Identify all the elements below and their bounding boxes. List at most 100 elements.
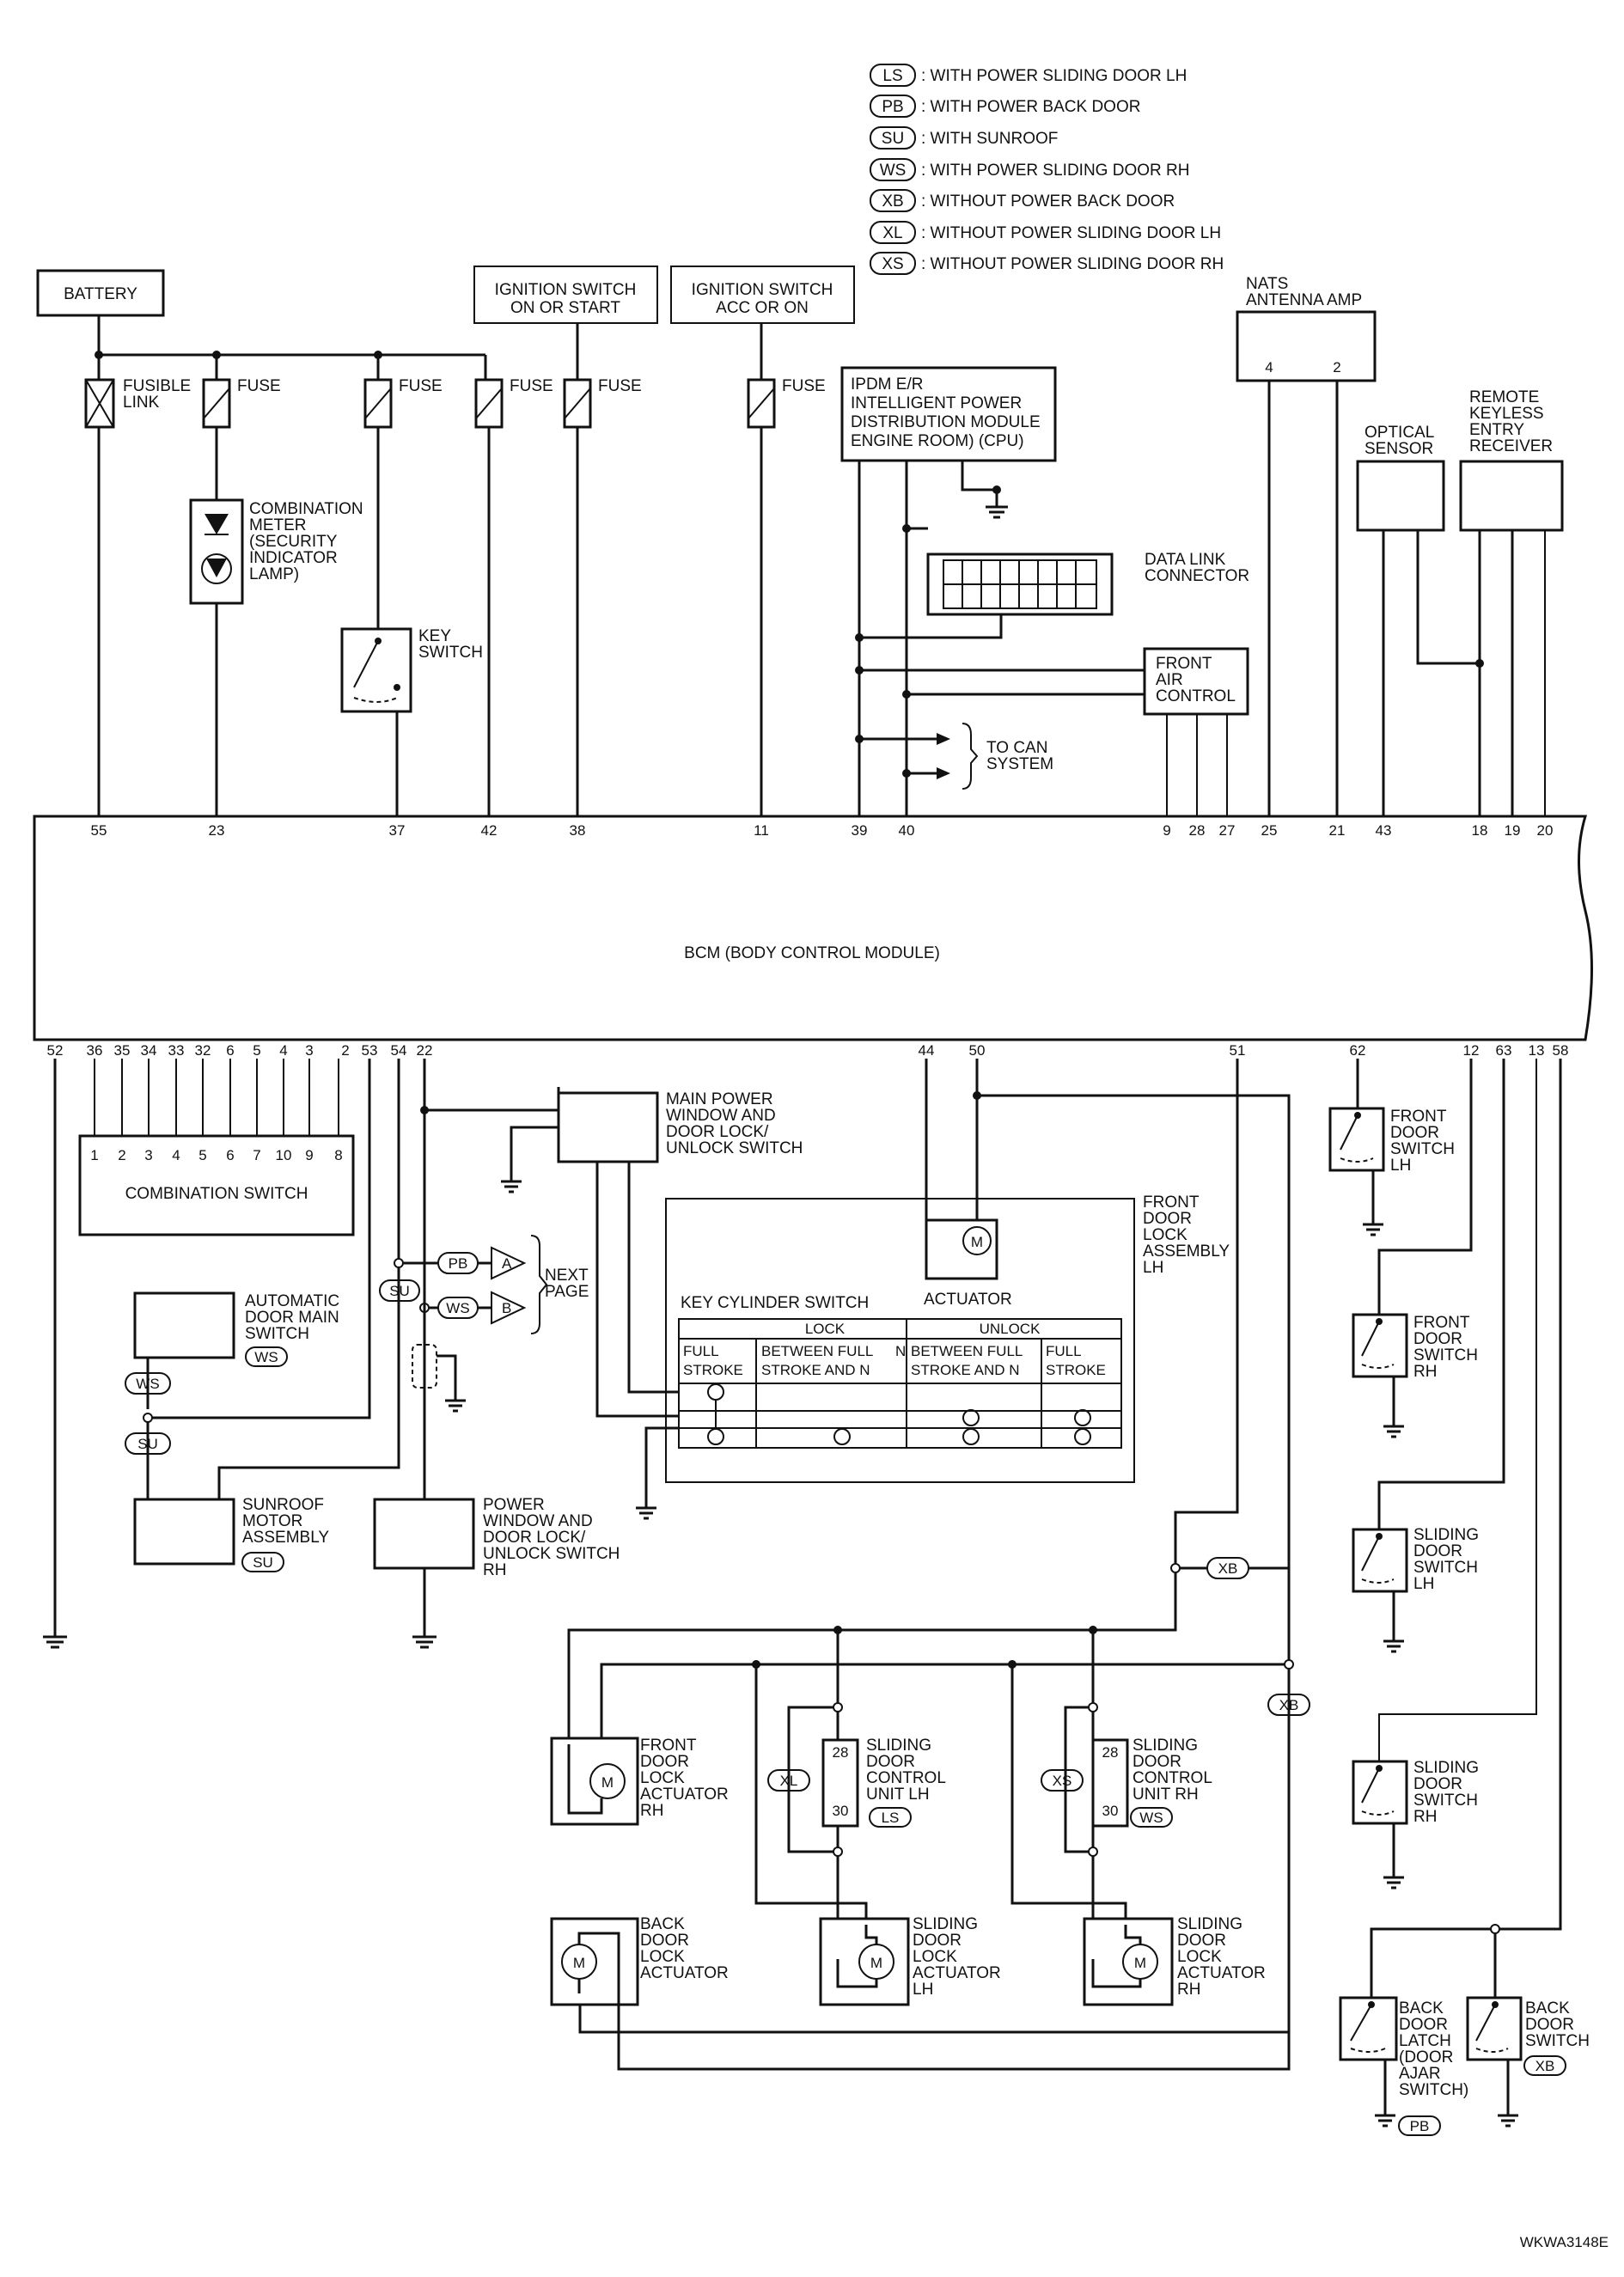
svg-text:FUSE: FUSE [510, 377, 553, 395]
svg-text:SUNROOF: SUNROOF [242, 1496, 324, 1514]
svg-text:SWITCH: SWITCH [1390, 1140, 1455, 1158]
battery: BATTERY [36, 269, 165, 317]
svg-text:A: A [502, 1255, 512, 1272]
svg-text:DATA LINK: DATA LINK [1145, 551, 1226, 569]
svg-text:MOTOR: MOTOR [242, 1512, 302, 1530]
bcm-pin: 50 [969, 1042, 986, 1059]
svg-text:4: 4 [172, 1147, 180, 1163]
svg-text:IGNITION SWITCH: IGNITION SWITCH [495, 281, 637, 299]
front-door-lock-assembly-lh: FRONT DOOR LOCK ASSEMBLY LH M ACTUATOR K… [578, 1059, 1291, 2034]
legend-item-pb: PB : WITH POWER BACK DOOR [870, 95, 1140, 118]
svg-text:ON OR START: ON OR START [510, 299, 620, 317]
svg-text:NATS: NATS [1246, 275, 1288, 293]
legend-item-xb: XB : WITHOUT POWER BACK DOOR [870, 189, 1175, 212]
legend-text: : WITH POWER BACK DOOR [921, 98, 1140, 116]
svg-text:UNLOCK SWITCH: UNLOCK SWITCH [666, 1139, 803, 1157]
svg-text:RH: RH [640, 1802, 663, 1820]
svg-text:RH: RH [1413, 1808, 1437, 1826]
sliding-door-switch-rh: SLIDING DOOR SWITCH RH [1352, 1059, 1537, 1889]
svg-text:XB: XB [1279, 1697, 1299, 1713]
svg-text:DOOR: DOOR [1390, 1124, 1439, 1142]
fuse-key-switch: FUSE [363, 355, 443, 429]
svg-text:ENTRY: ENTRY [1469, 421, 1524, 439]
svg-text:STROKE: STROKE [1046, 1362, 1106, 1378]
svg-text:WS: WS [136, 1376, 159, 1392]
svg-text:4: 4 [1265, 359, 1273, 375]
legend-text: : WITHOUT POWER BACK DOOR [921, 192, 1175, 211]
svg-text:(SECURITY: (SECURITY [249, 533, 338, 551]
svg-text:DOOR: DOOR [1177, 1932, 1226, 1950]
svg-text:REMOTE: REMOTE [1469, 388, 1539, 406]
svg-text:M: M [601, 1774, 614, 1791]
svg-text:POWER: POWER [483, 1496, 545, 1514]
svg-text:STROKE AND N: STROKE AND N [911, 1362, 1020, 1378]
svg-text:FUSE: FUSE [598, 377, 642, 395]
legend-code: XL [882, 224, 902, 242]
svg-text:SLIDING: SLIDING [1177, 1915, 1242, 1933]
fuse-meter: FUSE [202, 355, 281, 429]
bcm-pin: 18 [1472, 822, 1488, 839]
svg-text:XB: XB [1218, 1560, 1238, 1577]
svg-text:(DOOR: (DOOR [1399, 2048, 1453, 2066]
svg-text:AJAR: AJAR [1399, 2065, 1441, 2083]
svg-text:8: 8 [334, 1147, 342, 1163]
legend-code: XB [882, 192, 903, 211]
svg-text:DOOR: DOOR [1525, 2016, 1574, 2034]
bcm-pin: 11 [754, 822, 769, 839]
svg-text:DOOR: DOOR [640, 1753, 689, 1771]
data-link-connector: DATA LINK CONNECTOR [855, 524, 1249, 642]
svg-text:FULL: FULL [683, 1343, 719, 1359]
svg-text:DOOR: DOOR [1413, 1542, 1462, 1560]
svg-text:LINK: LINK [123, 394, 160, 412]
bcm-pin: 36 [87, 1042, 103, 1059]
nats-antenna-amp: NATS ANTENNA AMP 4 2 [1236, 275, 1377, 382]
svg-text:30: 30 [833, 1803, 849, 1819]
optical-sensor: OPTICAL SENSOR [1356, 424, 1480, 816]
svg-text:BACK: BACK [1525, 1999, 1570, 2018]
svg-text:NEXT: NEXT [545, 1267, 589, 1285]
svg-text:LOCK: LOCK [1143, 1226, 1187, 1244]
svg-text:WS: WS [254, 1349, 278, 1365]
svg-text:DOOR: DOOR [913, 1932, 962, 1950]
svg-text:N: N [895, 1343, 906, 1359]
legend: LS : WITH POWER SLIDING DOOR LH PB : WIT… [870, 64, 1224, 275]
legend-item-ls: LS : WITH POWER SLIDING DOOR LH [870, 64, 1187, 87]
fusible-link: FUSIBLE LINK [84, 355, 191, 816]
figure-id: WKWA3148E [1520, 2234, 1609, 2250]
svg-text:BETWEEN FULL: BETWEEN FULL [761, 1343, 873, 1359]
power-window-switch-rh: POWER WINDOW AND DOOR LOCK/ UNLOCK SWITC… [373, 1496, 620, 1649]
svg-text:FULL: FULL [1046, 1343, 1082, 1359]
svg-text:DOOR: DOOR [1143, 1210, 1192, 1228]
ipdm-er: IPDM E/R INTELLIGENT POWER DISTRIBUTION … [840, 366, 1057, 816]
svg-text:XB: XB [1535, 2058, 1555, 2074]
svg-text:IPDM E/R: IPDM E/R [851, 375, 923, 394]
svg-text:2: 2 [118, 1147, 125, 1163]
svg-text:RH: RH [1177, 1981, 1200, 1999]
bcm-pin: 6 [226, 1042, 234, 1059]
svg-text:LAMP): LAMP) [249, 565, 299, 583]
svg-text:FRONT: FRONT [640, 1737, 697, 1755]
svg-text:5: 5 [198, 1147, 206, 1163]
svg-text:COMBINATION: COMBINATION [249, 500, 363, 518]
svg-text:ACTUATOR: ACTUATOR [924, 1291, 1012, 1309]
bcm-pin: 22 [417, 1042, 433, 1059]
svg-text:LOCK: LOCK [1177, 1948, 1222, 1966]
ignition-switch-on-start: IGNITION SWITCH ON OR START [473, 266, 658, 324]
svg-text:METER: METER [249, 516, 307, 534]
main-power-window-switch: MAIN POWER WINDOW AND DOOR LOCK/ UNLOCK … [501, 1090, 803, 1418]
bcm-pin: 21 [1329, 822, 1346, 839]
svg-text:DOOR: DOOR [1133, 1753, 1181, 1771]
svg-text:SLIDING: SLIDING [1133, 1737, 1198, 1755]
fuse-42: FUSE [474, 377, 553, 816]
svg-text:CONTROL: CONTROL [1133, 1769, 1212, 1787]
bcm-pin: 58 [1553, 1042, 1569, 1059]
bcm-pin: 38 [570, 822, 586, 839]
svg-text:KEY: KEY [418, 627, 451, 645]
svg-text:FRONT: FRONT [1143, 1193, 1200, 1212]
legend-item-su: SU : WITH SUNROOF [870, 126, 1058, 150]
svg-text:WS: WS [1139, 1810, 1163, 1826]
bcm-pin: 25 [1261, 822, 1278, 839]
svg-text:RH: RH [1413, 1363, 1437, 1381]
svg-text:AIR: AIR [1156, 671, 1183, 689]
